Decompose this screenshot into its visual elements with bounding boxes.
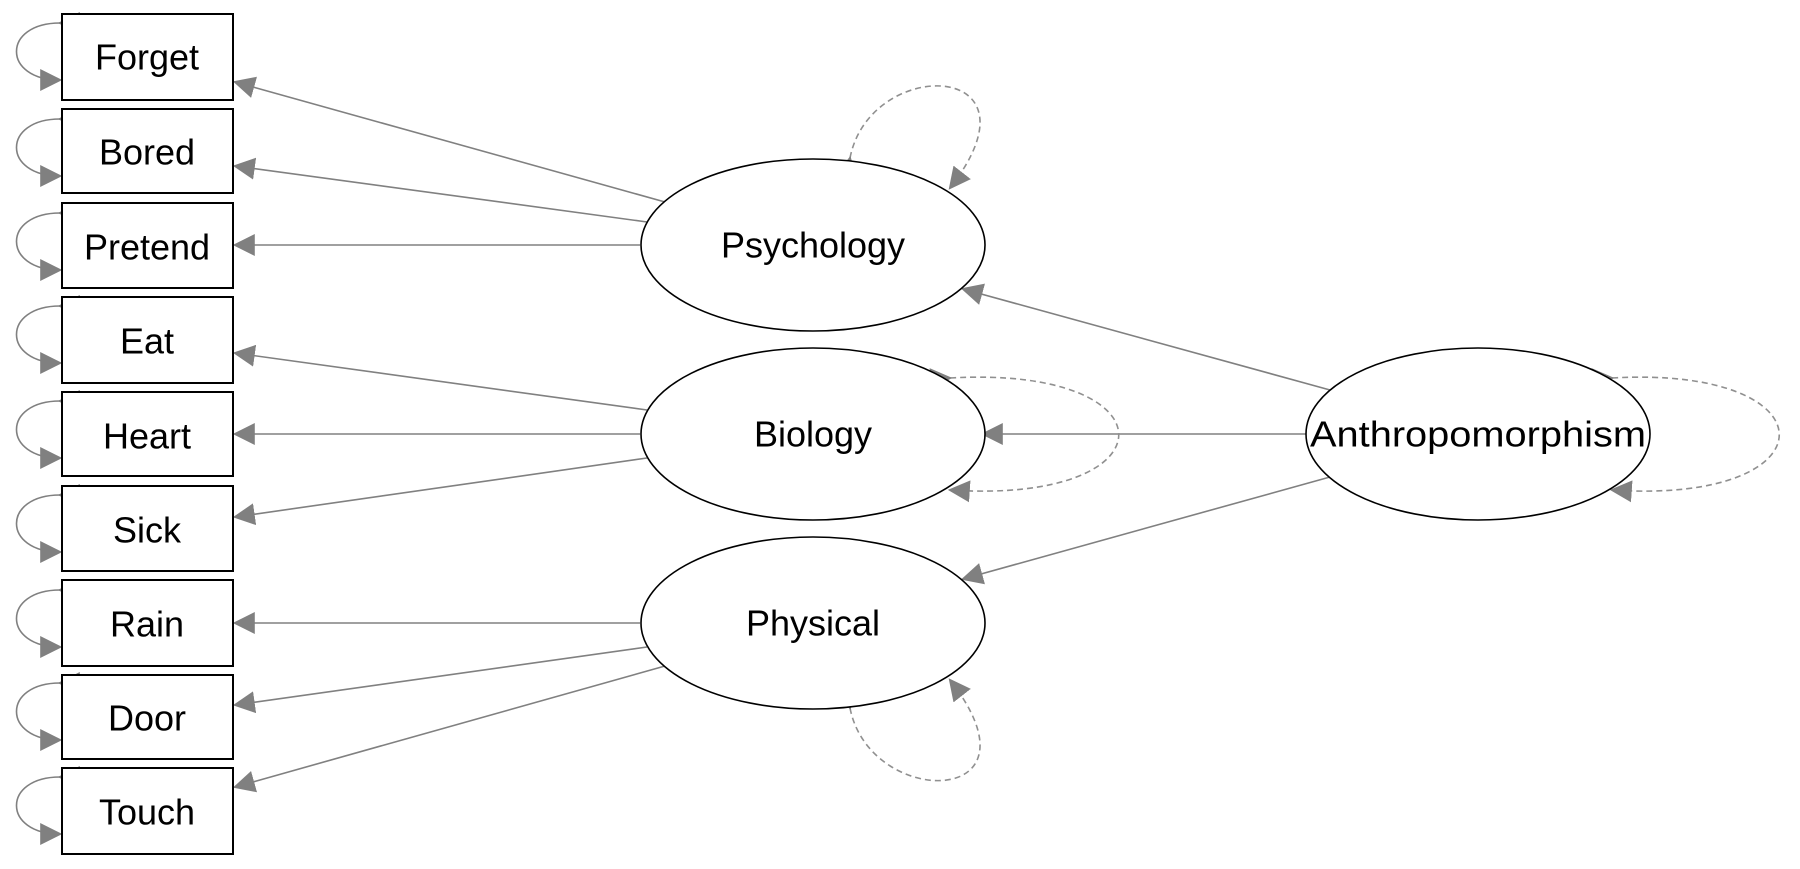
observed-variables: Forget Bored Pretend Eat Heart Sick Rain (61, 13, 234, 855)
observed-rain: Rain (61, 579, 234, 667)
loading-paths (232, 76, 1331, 793)
latent-physical-label: Physical (746, 603, 880, 644)
observed-bored-label: Bored (99, 132, 195, 173)
latent-biology: Biology (640, 347, 986, 521)
residual-door (15, 671, 80, 751)
observed-door-label: Door (108, 698, 186, 739)
observed-forget-label: Forget (95, 37, 199, 78)
residual-sick (15, 483, 80, 563)
observed-forget: Forget (61, 13, 234, 101)
observed-sick: Sick (61, 485, 234, 572)
residual-forget (15, 11, 80, 91)
residual-rain (15, 578, 80, 658)
observed-sick-label: Sick (113, 510, 182, 551)
residual-bored (15, 107, 80, 187)
observed-rain-label: Rain (110, 604, 184, 645)
observed-pretend: Pretend (61, 202, 234, 289)
path-psychology-bored (232, 157, 648, 223)
residual-touch (15, 765, 80, 845)
latent-physical: Physical (640, 536, 986, 710)
observed-eat-label: Eat (120, 321, 174, 362)
path-physical-touch (232, 665, 666, 793)
path-biology-eat (232, 344, 648, 411)
path-biology-sick (232, 457, 648, 526)
observed-bored: Bored (61, 108, 234, 194)
path-anthropomorphism-psychology (960, 283, 1331, 391)
observed-touch: Touch (61, 767, 234, 855)
observed-pretend-label: Pretend (84, 227, 210, 268)
residual-heart (15, 389, 80, 469)
latent-psychology-label: Psychology (721, 225, 905, 266)
path-physical-door (232, 646, 648, 714)
latent-anthropomorphism-label: Anthropomorphism (1310, 414, 1646, 455)
residual-eat (15, 294, 80, 374)
residual-pretend (15, 201, 80, 281)
variance-anthropomorphism (1591, 368, 1780, 503)
residual-loops (15, 11, 80, 845)
latent-variance-loops (835, 85, 1780, 782)
observed-heart: Heart (61, 391, 234, 477)
latent-psychology: Psychology (640, 158, 986, 332)
observed-touch-label: Touch (99, 792, 195, 833)
observed-heart-label: Heart (103, 416, 191, 457)
observed-door: Door (61, 674, 234, 760)
variance-psychology (835, 85, 981, 190)
observed-eat: Eat (61, 296, 234, 384)
variance-biology (929, 368, 1120, 503)
latent-biology-label: Biology (754, 414, 872, 455)
path-anthropomorphism-physical (960, 476, 1331, 585)
variance-physical (835, 678, 981, 782)
latent-anthropomorphism: Anthropomorphism (1305, 347, 1651, 521)
latent-factors: Psychology Biology Physical Anthropomorp… (640, 158, 1651, 710)
path-psychology-forget (232, 76, 666, 203)
